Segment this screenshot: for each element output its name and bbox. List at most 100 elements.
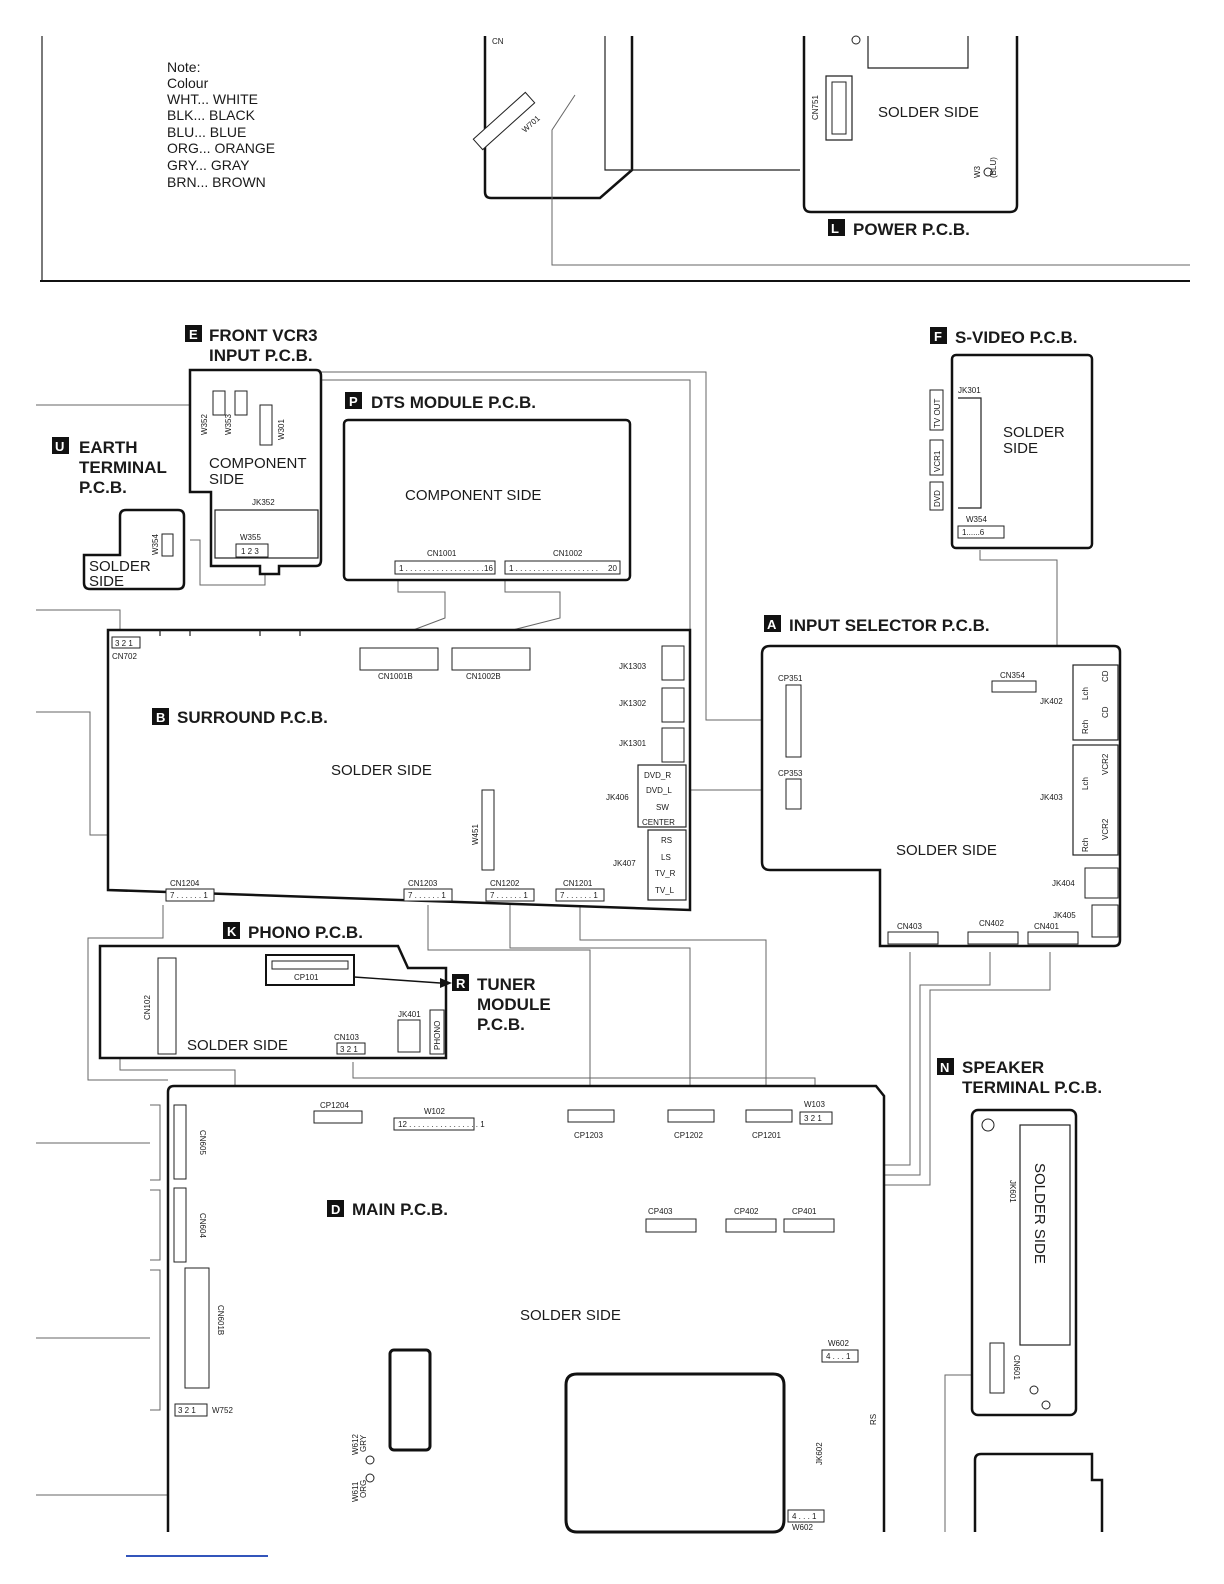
svg-text:7 . . . . . . 1: 7 . . . . . . 1 [560,891,598,900]
svg-text:CP1203: CP1203 [574,1131,603,1140]
svg-text:SIDE: SIDE [1003,440,1038,457]
svg-text:A: A [767,617,777,632]
svg-text:TV_R: TV_R [655,869,676,878]
svg-text:DTS MODULE P.C.B.: DTS MODULE P.C.B. [371,393,536,412]
earth-connector [161,533,174,557]
w353-connector [234,390,248,416]
svg-text:W602: W602 [792,1523,813,1532]
svg-text:3 2 1: 3 2 1 [804,1114,822,1123]
phono-letter-badge: K [223,922,240,939]
svg-text:CN354: CN354 [1000,671,1025,680]
svg-text:B: B [156,710,165,725]
svg-text:R: R [456,976,466,991]
svg-text:MODULE: MODULE [477,995,551,1014]
upper-board-fragment: CN W701 [472,36,1190,266]
svg-text:W102: W102 [424,1107,445,1116]
svg-text:P: P [349,394,358,409]
svg-text:CN702: CN702 [112,652,137,661]
svg-text:E: E [189,327,198,342]
cn1002b-connector [451,647,531,671]
svg-text:JK406: JK406 [606,793,629,802]
svg-text:W752: W752 [212,1406,233,1415]
svg-text:JK1303: JK1303 [619,662,647,671]
svg-text:COMPONENT: COMPONENT [209,455,307,472]
w102-connector [393,1117,475,1131]
svg-text:3 2 1: 3 2 1 [115,639,133,648]
svg-text:DVD_L: DVD_L [646,786,672,795]
svg-text:CN751: CN751 [811,95,820,120]
svg-text:CN402: CN402 [979,919,1004,928]
svg-text:CN1001: CN1001 [427,549,457,558]
svg-text:JK402: JK402 [1040,697,1063,706]
front-vcr3-pcb: E FRONT VCR3 INPUT P.C.B. W352 W353 W301… [185,325,323,576]
page-footer-link[interactable] [126,1555,268,1557]
earth-terminal-pcb: U EARTH TERMINAL P.C.B. W354 SOLDER SIDE [52,437,186,591]
svg-text:CN1204: CN1204 [170,879,200,888]
svg-text:CD: CD [1101,706,1110,718]
svg-text:SOLDER SIDE: SOLDER SIDE [520,1307,621,1324]
cn1002-connector [504,560,621,575]
svg-text:W354: W354 [151,534,160,555]
cn102-connector [157,957,177,1055]
note-entry: BRN... BROWN [167,174,266,190]
svg-text:P.C.B.: P.C.B. [79,478,127,497]
colour-note: Note: Colour WHT... WHITE BLK... BLACK B… [167,59,275,190]
cn601b-connector [184,1267,210,1389]
svg-text:JK1302: JK1302 [619,699,647,708]
svg-text:SOLDER: SOLDER [1003,424,1065,441]
svideo-letter-badge: F [930,327,947,344]
svg-text:U: U [55,439,64,454]
svg-text:3 2 1: 3 2 1 [178,1406,196,1415]
svg-text:W611: W611 [351,1481,360,1502]
main-pcb: CP1204 W102 12 . . . . . . . . . . . . .… [166,1084,886,1534]
svg-text:RS: RS [869,1414,878,1425]
cp351-connector [785,684,802,758]
svg-text:JK401: JK401 [398,1010,421,1019]
svg-text:JK403: JK403 [1040,793,1063,802]
svg-text:TUNER: TUNER [477,975,536,994]
svg-text:SURROUND P.C.B.: SURROUND P.C.B. [177,708,328,727]
power-pcb: CN751 SOLDER SIDE W3 (BLU) L POWER P.C.B… [802,35,1019,239]
svg-text:W353: W353 [224,414,233,435]
svg-text:1 . . . . . . . . . . . . . .: 1 . . . . . . . . . . . . . . . . . . [399,564,483,573]
svg-text:CN401: CN401 [1034,922,1059,931]
svg-text:3 2 1: 3 2 1 [340,1045,358,1054]
w451-connector [481,789,495,871]
svg-text:F: F [934,329,942,344]
svg-text:CN102: CN102 [143,995,152,1020]
svg-text:INPUT P.C.B.: INPUT P.C.B. [209,346,313,365]
svg-text:COMPONENT SIDE: COMPONENT SIDE [405,487,541,504]
svg-text:CN: CN [492,37,504,46]
svg-text:SIDE: SIDE [89,573,124,590]
svg-text:PHONO P.C.B.: PHONO P.C.B. [248,923,363,942]
svg-text:JK601: JK601 [1008,1180,1017,1203]
speaker-terminal-pcb: N SPEAKER TERMINAL P.C.B. JK601 SOLDER S… [937,1058,1104,1532]
cn702-connector [111,636,141,649]
dts-letter-badge: P [345,392,362,409]
svg-text:CN1001B: CN1001B [378,672,413,681]
s-video-pcb: F S-VIDEO P.C.B. JK301 TV OUT VCR1 DVD S… [929,327,1094,550]
cn1001-connector [394,560,496,575]
svg-text:TERMINAL P.C.B.: TERMINAL P.C.B. [962,1078,1102,1097]
svg-text:CP1202: CP1202 [674,1131,703,1140]
svg-text:JK405: JK405 [1053,911,1076,920]
svg-text:SPEAKER: SPEAKER [962,1058,1044,1077]
w301-connector [259,404,273,446]
svg-text:20: 20 [608,564,617,573]
svg-text:DVD_R: DVD_R [644,771,671,780]
svg-text:JK602: JK602 [815,1442,824,1465]
svg-text:SOLDER SIDE: SOLDER SIDE [187,1037,288,1054]
svg-text:VCR2: VCR2 [1101,818,1110,840]
cn604-connector [173,1187,187,1263]
note-entry: ORG... ORANGE [167,140,275,156]
svg-text:12 . . . . . . . . . . . . . .: 12 . . . . . . . . . . . . . . . . 1 [398,1120,485,1129]
svg-text:CP1201: CP1201 [752,1131,781,1140]
power-title: POWER P.C.B. [853,220,970,239]
svg-text:CP353: CP353 [778,769,803,778]
svg-text:K: K [227,924,237,939]
svg-text:7 . . . . . . 1: 7 . . . . . . 1 [170,891,208,900]
svg-text:INPUT SELECTOR P.C.B.: INPUT SELECTOR P.C.B. [789,616,990,635]
svg-text:SOLDER SIDE: SOLDER SIDE [896,842,997,859]
svg-text:CP101: CP101 [294,973,319,982]
